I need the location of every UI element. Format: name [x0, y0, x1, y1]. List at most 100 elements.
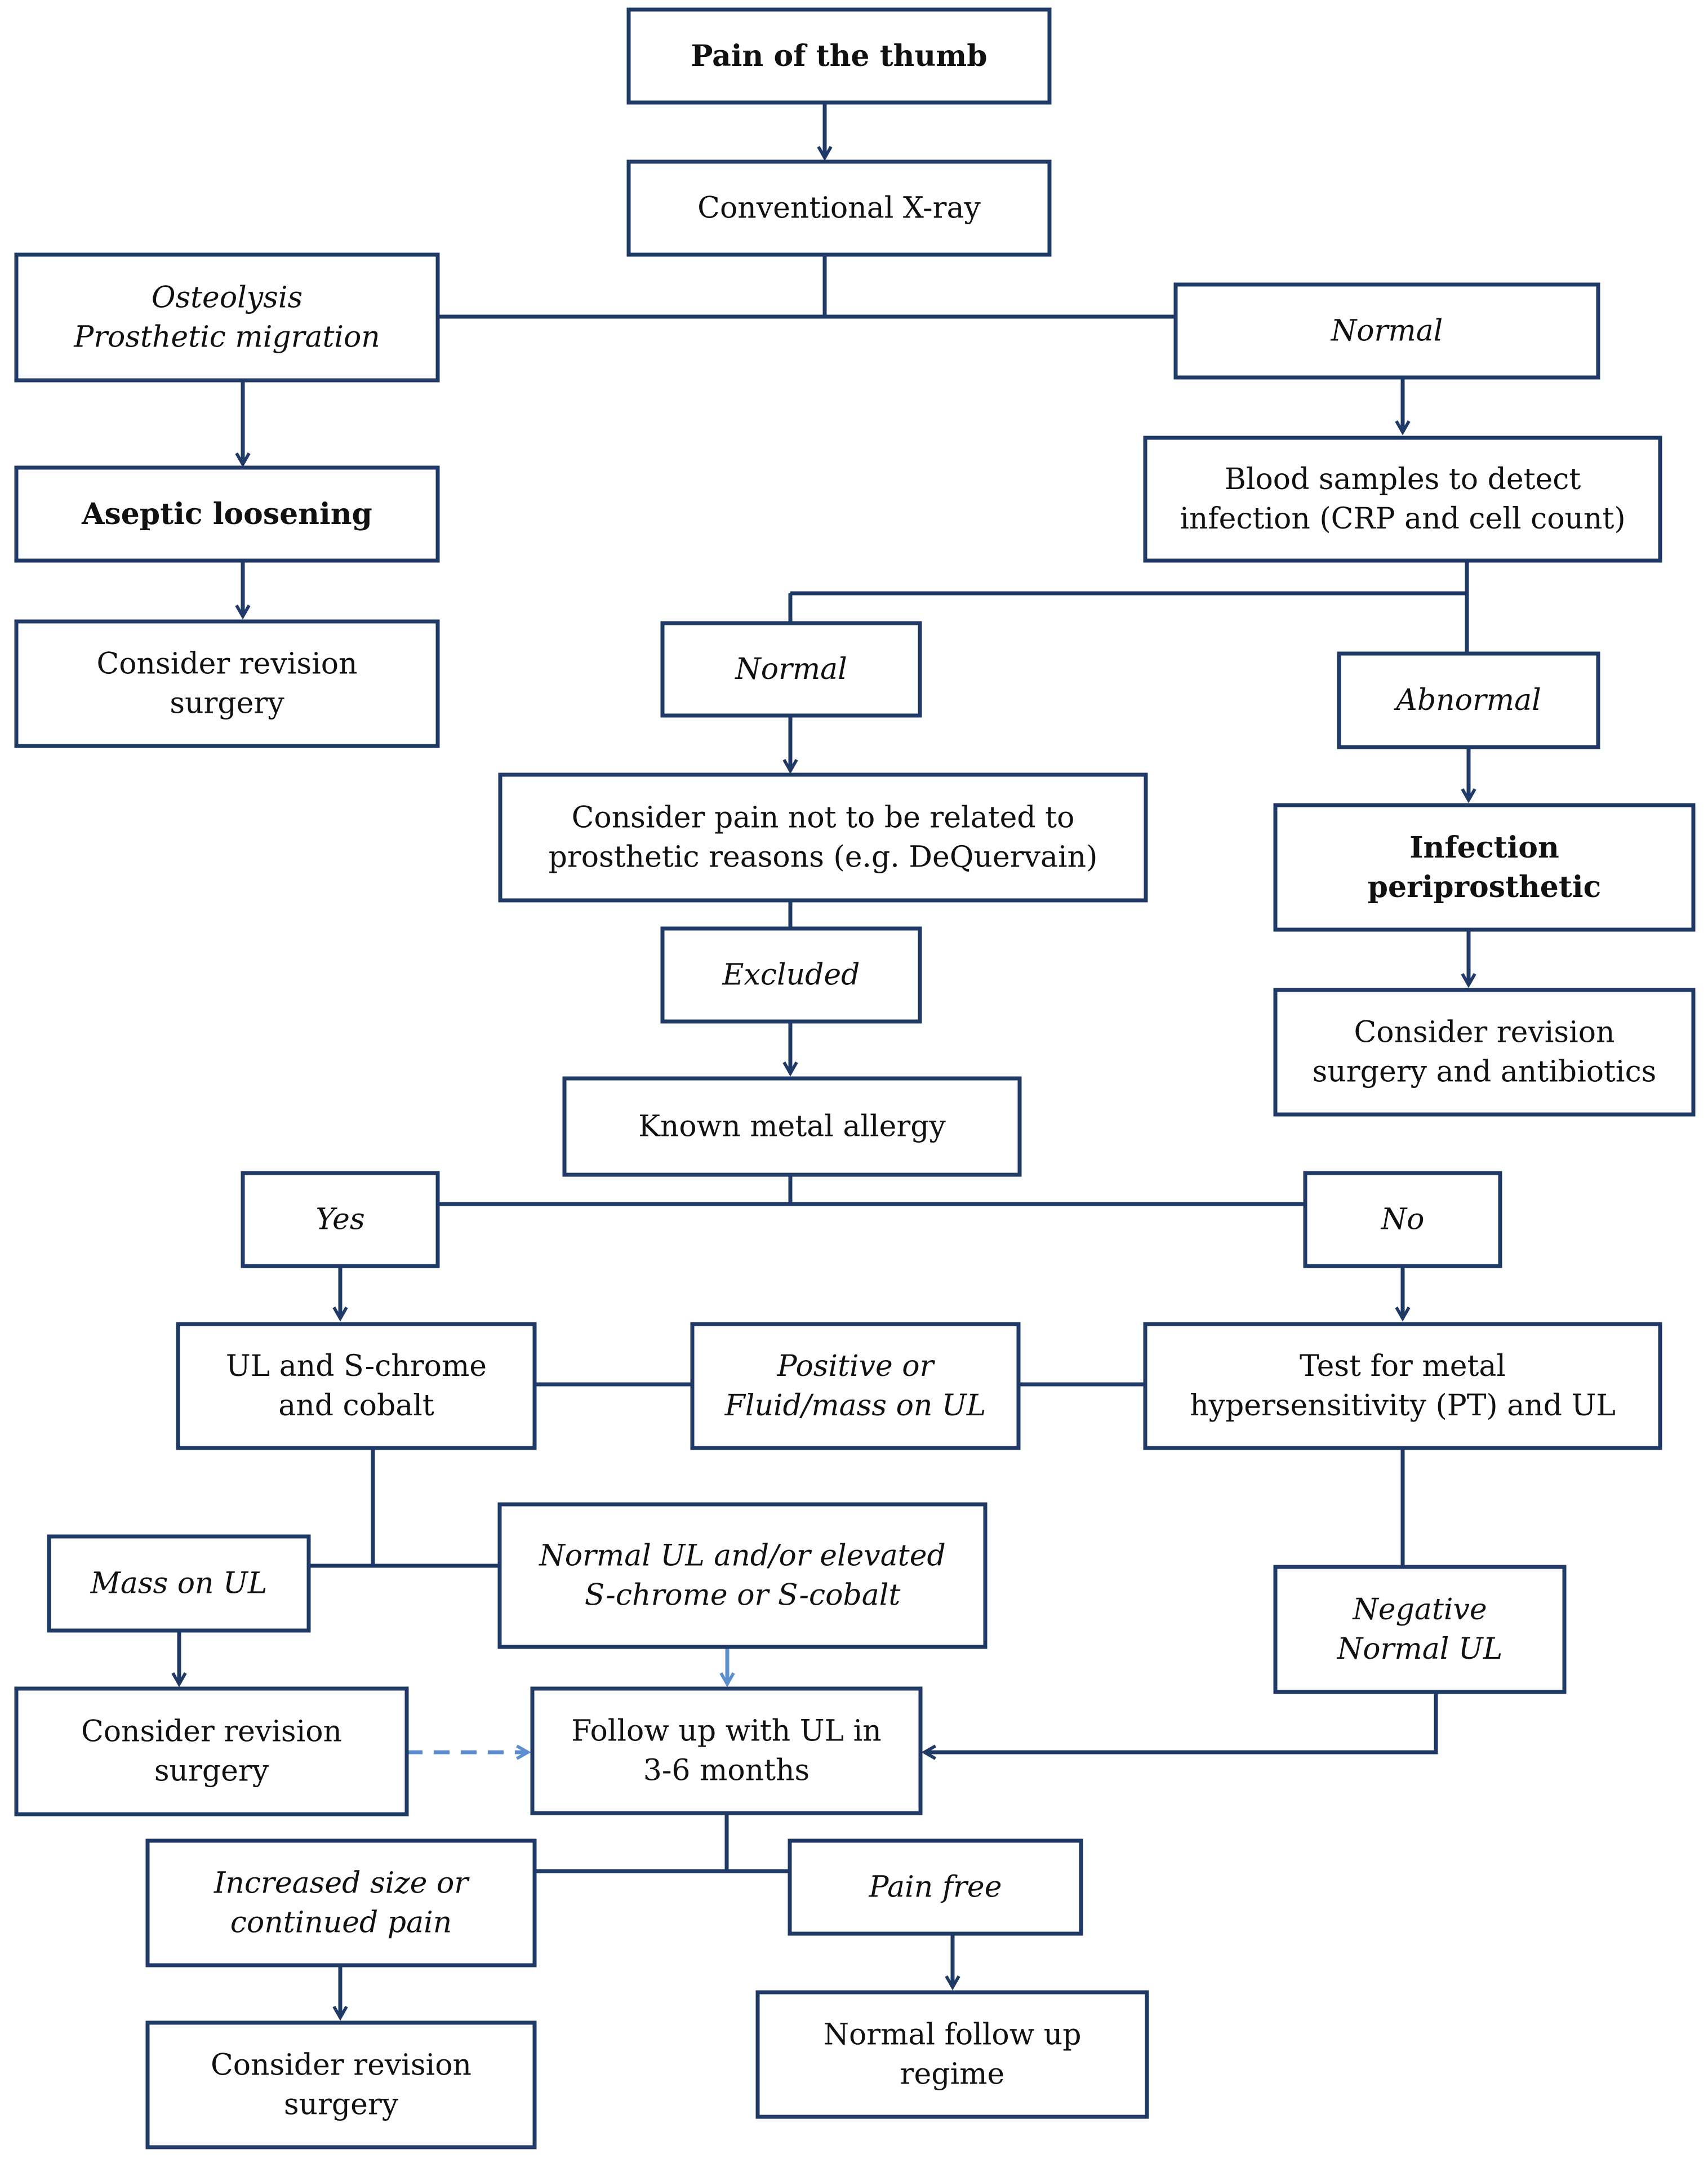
node-box — [626, 159, 1052, 257]
node-box — [14, 1686, 409, 1816]
node-yes: Yes — [241, 1171, 440, 1268]
node-box — [788, 1838, 1083, 1936]
node-label: periprosthetic — [1368, 870, 1602, 904]
node-label: Abnormal — [1394, 683, 1541, 717]
node-metal-allergy: Known metal allergy — [562, 1076, 1022, 1177]
node-label: Negative — [1351, 1593, 1487, 1627]
node-normal-xray: Normal — [1173, 282, 1600, 380]
node-infection: Infection periprosthetic — [1273, 803, 1696, 932]
node-label: 3-6 months — [643, 1754, 809, 1788]
node-label: Pain free — [869, 1871, 1002, 1904]
node-label: Fluid/mass on UL — [724, 1389, 986, 1423]
node-label: Known metal allergy — [638, 1110, 946, 1144]
node-pain-not-related: Consider pain not to be related toprosth… — [498, 772, 1148, 903]
node-label: Increased size or — [214, 1867, 470, 1900]
node-label: Follow up with UL in — [571, 1715, 882, 1748]
node-follow-up: Follow up with UL in 3-6 months — [530, 1686, 923, 1815]
node-box — [1143, 1322, 1662, 1450]
node-box — [660, 621, 922, 718]
node-aseptic: Aseptic loosening — [14, 465, 440, 563]
node-pain-free: Pain free — [788, 1838, 1083, 1936]
node-box — [176, 1322, 537, 1450]
node-label: continued pain — [230, 1906, 452, 1940]
node-box — [145, 2020, 537, 2149]
node-label: Osteolysis — [152, 281, 303, 315]
node-no: No — [1303, 1171, 1502, 1268]
node-label: regime — [900, 2058, 1005, 2091]
node-box — [1143, 436, 1662, 563]
node-test-hypersens: Test for metal hypersensitivity (PT) and … — [1143, 1322, 1662, 1450]
node-revision-3: Consider revision surgery — [145, 2020, 537, 2149]
node-box — [1273, 803, 1696, 932]
node-pain-thumb: Pain of the thumb — [626, 7, 1052, 105]
node-box — [14, 465, 440, 563]
node-label: Consider revision — [81, 1715, 342, 1749]
node-abnormal: Abnormal — [1337, 651, 1600, 749]
node-label: surgery — [170, 687, 284, 721]
node-box — [498, 772, 1148, 903]
node-label: and cobalt — [278, 1389, 434, 1423]
node-positive: Positive or Fluid/mass on UL — [690, 1322, 1021, 1450]
node-label: hypersensitivity (PT) and UL — [1190, 1389, 1616, 1423]
node-label: surgery — [284, 2088, 399, 2122]
node-label: Conventional X-ray — [697, 192, 981, 225]
node-label: Normal follow up — [823, 2018, 1081, 2052]
node-mass-ul: Mass on UL — [47, 1534, 311, 1633]
node-box — [660, 926, 922, 1024]
node-normal-followup: Normal follow up regime — [755, 1990, 1149, 2119]
node-label: Test for metal — [1300, 1349, 1506, 1383]
node-label: Consider pain not to be related to — [572, 801, 1075, 835]
node-normal-blood: Normal — [660, 621, 922, 718]
node-label: UL and S-chrome — [226, 1349, 487, 1383]
node-label: Infection — [1409, 830, 1559, 865]
node-box — [47, 1534, 311, 1633]
node-label: surgery — [154, 1755, 269, 1788]
node-label: Consider revision — [96, 647, 357, 681]
node-label: Excluded — [722, 958, 860, 992]
node-box — [14, 619, 440, 748]
node-xray: Conventional X-ray — [626, 159, 1052, 257]
node-box — [14, 252, 440, 383]
node-box — [1273, 1565, 1567, 1694]
node-revision-2: Consider revision surgery — [14, 1686, 409, 1816]
node-label: Prosthetic migration — [73, 321, 380, 354]
node-box — [530, 1686, 923, 1815]
node-label: Consider revision — [1354, 1016, 1614, 1050]
node-box — [755, 1990, 1149, 2119]
node-label: infection (CRP and cell count) — [1180, 502, 1625, 536]
node-label: Pain of the thumb — [691, 39, 987, 73]
node-revision-1: Consider revision surgery — [14, 619, 440, 748]
node-label: Normal — [734, 652, 847, 686]
node-box — [1303, 1171, 1502, 1268]
node-ul-chrome: UL and S-chrome and cobalt — [176, 1322, 537, 1450]
node-box — [241, 1171, 440, 1268]
node-revision-antibiotics: Consider revision surgery and antibiotics — [1273, 988, 1696, 1117]
node-label: Mass on UL — [90, 1567, 268, 1601]
node-label: surgery and antibiotics — [1313, 1055, 1657, 1089]
node-box — [1273, 988, 1696, 1117]
node-box — [497, 1502, 988, 1649]
node-label: Consider revision — [211, 2049, 472, 2082]
node-label: Normal UL — [1336, 1632, 1503, 1666]
node-label: Positive or — [777, 1349, 936, 1383]
node-box — [690, 1322, 1021, 1450]
node-label: S-chrome or S-cobalt — [585, 1579, 901, 1613]
node-label: Normal UL and/or elevated — [538, 1539, 946, 1573]
connectors — [171, 103, 1476, 2021]
node-label: No — [1380, 1203, 1425, 1237]
arrow-negative-to-followup — [921, 1692, 1438, 1760]
node-box — [562, 1076, 1022, 1177]
node-box — [145, 1838, 537, 1967]
node-label: Normal — [1330, 314, 1443, 348]
node-box — [1337, 651, 1600, 749]
node-increased-size: Increased size or continued pain — [145, 1838, 537, 1967]
node-label: Aseptic loosening — [81, 497, 372, 531]
node-box — [626, 7, 1052, 105]
node-label: Yes — [315, 1203, 364, 1237]
